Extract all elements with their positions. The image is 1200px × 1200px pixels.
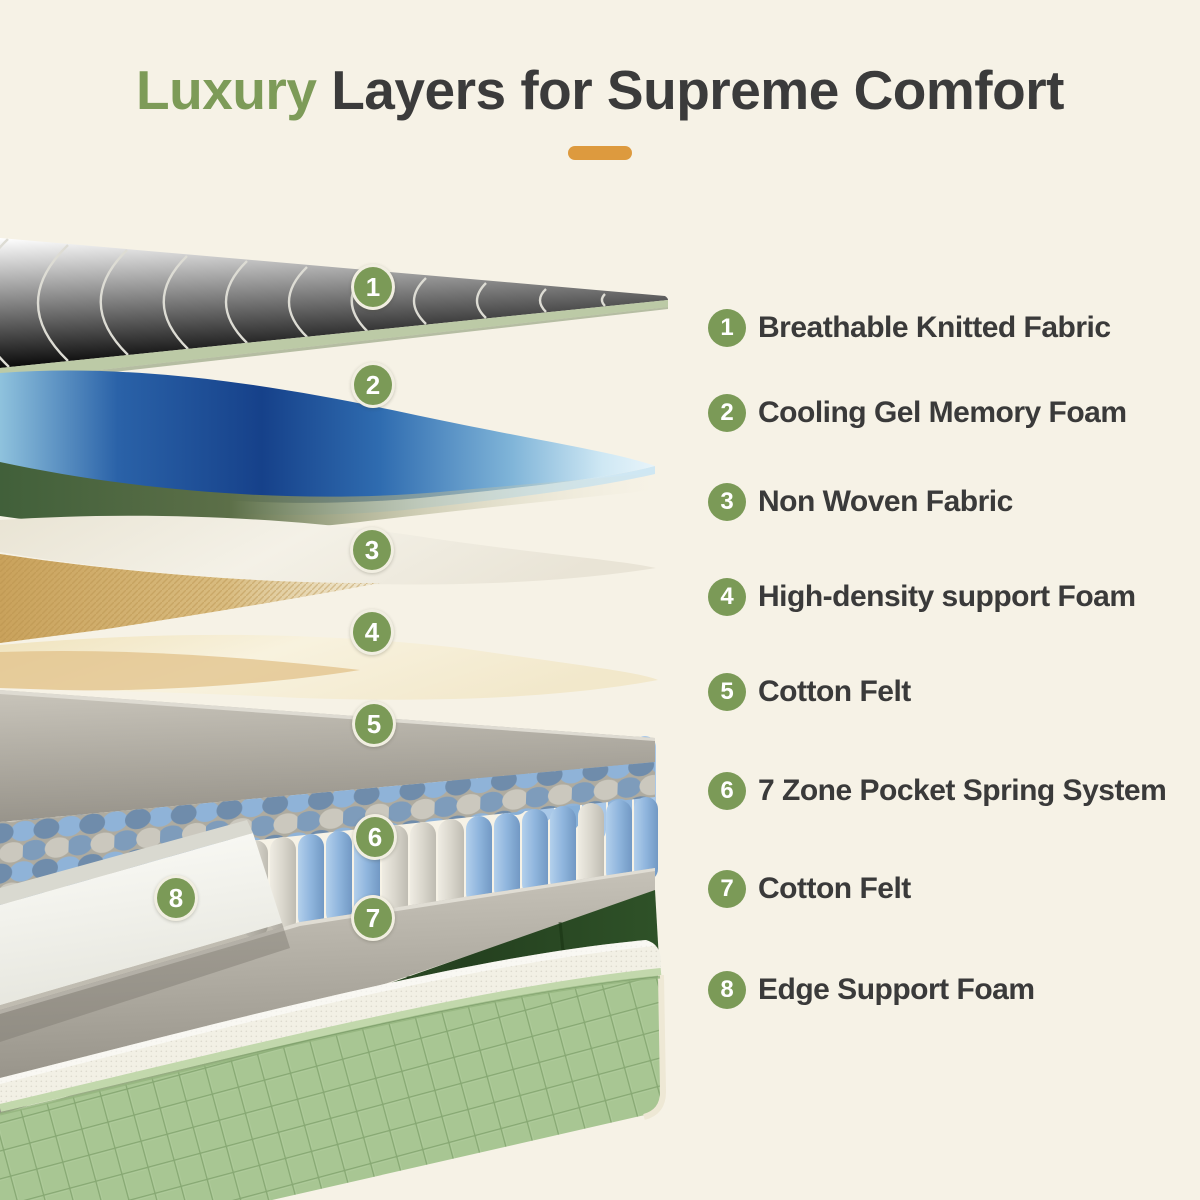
legend-item-7: 7 Cotton Felt — [708, 870, 911, 908]
legend-label-7: Cotton Felt — [758, 872, 911, 905]
diagram-badge-3-number: 3 — [364, 534, 380, 565]
diagram-badge-3: 3 — [350, 527, 394, 573]
diagram-badge-5: 5 — [352, 701, 396, 747]
legend-item-8: 8 Edge Support Foam — [708, 971, 1035, 1009]
legend-item-4: 4 High-density support Foam — [708, 578, 1136, 616]
diagram-badge-8-number: 8 — [168, 882, 184, 913]
legend-item-1: 1 Breathable Knitted Fabric — [708, 309, 1111, 347]
page-title-accent: Luxury — [136, 59, 317, 121]
page-title-rest: Layers for Supreme Comfort — [316, 59, 1064, 121]
legend-item-2: 2 Cooling Gel Memory Foam — [708, 394, 1127, 432]
header: Luxury Layers for Supreme Comfort — [0, 58, 1200, 122]
legend-badge-5: 5 — [708, 673, 746, 711]
page-title: Luxury Layers for Supreme Comfort — [0, 58, 1200, 122]
legend-badge-4: 4 — [708, 578, 746, 616]
diagram-badge-5-number: 5 — [366, 708, 382, 739]
base-piping — [0, 968, 662, 1112]
cotton-felt-upper-layer — [0, 690, 655, 822]
mattress-base — [0, 974, 667, 1200]
legend-badge-3: 3 — [708, 483, 746, 521]
legend-badge-7: 7 — [708, 870, 746, 908]
diagram-badge-4-number: 4 — [364, 616, 380, 647]
diagram-badge-7-number: 7 — [365, 902, 381, 933]
diagram-badge-8: 8 — [154, 875, 198, 921]
legend-badge-8: 8 — [708, 971, 746, 1009]
diagram-badge-7: 7 — [351, 895, 395, 941]
diagram-badge-1: 1 — [351, 264, 395, 310]
legend-item-5: 5 Cotton Felt — [708, 673, 911, 711]
title-divider — [568, 146, 632, 160]
diagram-badge-4: 4 — [350, 609, 394, 655]
legend-item-6: 6 7 Zone Pocket Spring System — [708, 772, 1167, 810]
legend-label-5: Cotton Felt — [758, 675, 911, 708]
non-woven-layer — [0, 515, 656, 643]
diagram-badge-2-number: 2 — [365, 369, 381, 400]
diagram-badge-2: 2 — [351, 362, 395, 408]
mattress-layers-illustration — [0, 238, 668, 1200]
legend-label-8: Edge Support Foam — [758, 973, 1035, 1006]
legend-label-3: Non Woven Fabric — [758, 485, 1013, 518]
legend-label-4: High-density support Foam — [758, 580, 1136, 613]
legend-badge-2: 2 — [708, 394, 746, 432]
legend-label-1: Breathable Knitted Fabric — [758, 311, 1111, 344]
legend-badge-1: 1 — [708, 309, 746, 347]
pocket-spring-caps — [0, 762, 655, 906]
support-foam-layer — [0, 634, 658, 700]
legend-badge-6: 6 — [708, 772, 746, 810]
diagram-badge-6-number: 6 — [367, 821, 383, 852]
diagram-badge-6: 6 — [353, 814, 397, 860]
diagram-badge-1-number: 1 — [365, 271, 381, 302]
legend-item-3: 3 Non Woven Fabric — [708, 483, 1013, 521]
edge-support-foam-layer — [0, 820, 290, 1042]
legend-label-6: 7 Zone Pocket Spring System — [758, 774, 1167, 807]
gel-layer-shadow — [0, 462, 656, 531]
legend-label-2: Cooling Gel Memory Foam — [758, 396, 1127, 429]
mattress-diagram: 1 2 3 4 5 6 7 8 — [0, 200, 690, 1200]
knitted-fabric-layer — [0, 238, 668, 385]
